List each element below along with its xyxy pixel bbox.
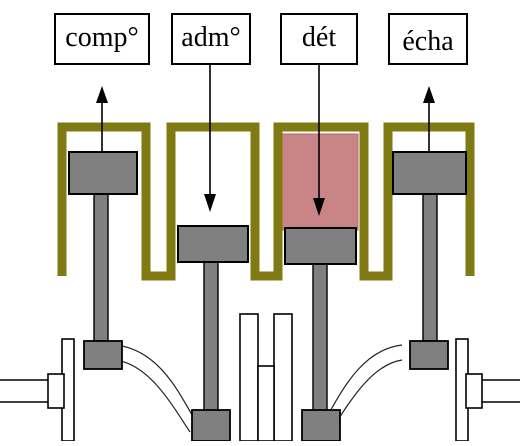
connecting-rod-echa: [422, 193, 438, 342]
label-box-echa: [388, 13, 468, 65]
connecting-rod-adm: [203, 259, 219, 416]
piston-det: [284, 227, 357, 265]
label-box-comp: [54, 13, 150, 65]
cylinder-block-outline: [57, 122, 475, 281]
label-adm: adm°: [181, 22, 240, 53]
label-box-det: [280, 13, 358, 65]
arrow-down-det: [313, 64, 325, 216]
piston-adm: [177, 225, 249, 263]
connecting-rod-det: [312, 261, 328, 416]
crankshaft-web-right: [273, 313, 293, 442]
piston-comp: [68, 151, 138, 195]
combustion-chamber-fill: [281, 133, 359, 231]
label-comp: comp°: [65, 22, 138, 53]
label-det: dét: [302, 22, 336, 53]
crank-pin-det: [301, 409, 341, 442]
piston-echa: [392, 151, 467, 195]
left-shaft-end: [0, 338, 75, 442]
arrow-down-adm: [204, 64, 216, 212]
label-echa: écha: [402, 26, 454, 57]
label-box-adm: [171, 13, 251, 65]
crank-pin-comp: [83, 340, 123, 370]
crank-pin-echa: [409, 340, 449, 370]
crank-pin-adm: [191, 409, 231, 442]
arrow-up-comp: [96, 86, 108, 152]
crankshaft-web-left: [239, 313, 259, 442]
crankshaft-journal: [257, 365, 275, 442]
connecting-rod-comp: [93, 193, 109, 342]
right-shaft-end: [455, 338, 520, 442]
arrow-up-echa: [423, 86, 435, 152]
